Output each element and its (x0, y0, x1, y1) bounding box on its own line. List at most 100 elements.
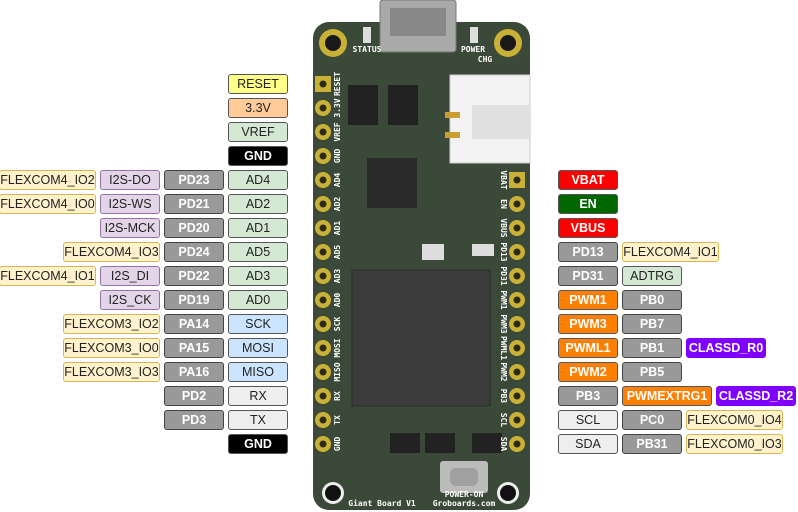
pin-pad (509, 268, 525, 284)
right-pin-row: VBAT (558, 170, 618, 190)
left-pin-row: VREF (228, 122, 288, 142)
board-name: Giant Board V1 (348, 498, 416, 508)
silk-pin-label: AD5 (333, 245, 342, 260)
power-on-button[interactable] (440, 461, 488, 493)
pin-label-flex: FLEXCOM0_IO3 (686, 434, 783, 454)
pin-label-flex: FLEXCOM4_IO0 (0, 194, 96, 214)
pin-label-i2s: I2S_DI (100, 266, 160, 286)
status-led-label: STATUS (353, 45, 382, 54)
pin-label-flex: FLEXCOM4_IO2 (0, 170, 96, 190)
right-pin-row: EN (558, 194, 618, 214)
silk-pin-label: MOSI (333, 338, 342, 357)
transistor (472, 433, 502, 453)
battery-connector (445, 74, 531, 164)
pin-label-flex: FLEXCOM4_IO1 (622, 242, 719, 262)
pin-label-gpio: PD20 (164, 218, 224, 238)
pin-label-gpio: PA15 (164, 338, 224, 358)
pin-label-uart: SCL (558, 410, 618, 430)
silk-pin-label: VBAT (499, 170, 508, 189)
pin-label-analog: AD3 (228, 266, 288, 286)
pin-label-analog: ADTRG (622, 266, 682, 286)
pin-label-analog: VREF (228, 122, 288, 142)
pin-pad (509, 292, 525, 308)
pin-label-vbat: VBAT (558, 170, 618, 190)
pin-pad (315, 196, 331, 212)
pin-label-flex: FLEXCOM3_IO3 (63, 362, 160, 382)
pin-label-analog: AD4 (228, 170, 288, 190)
pin-label-analog: AD2 (228, 194, 288, 214)
silk-pin-label: EN (499, 199, 508, 209)
pin-label-analog: AD0 (228, 290, 288, 310)
pin-pad (315, 172, 331, 188)
pin-label-gpio: PD24 (164, 242, 224, 262)
pin-label-gpio: PB0 (622, 290, 682, 310)
pin-label-pwm: PWMEXTRG1 (622, 386, 712, 406)
sama5d2-processor (351, 269, 491, 407)
chg-led-label: CHG (478, 55, 493, 64)
silk-pin-label: PWM3 (499, 314, 508, 333)
pin-label-spi: MISO (228, 362, 288, 382)
silk-pin-label: VBUS (499, 218, 508, 237)
pin-label-pwm: PWM1 (558, 290, 618, 310)
pin-label-flex: FLEXCOM4_IO1 (0, 266, 96, 286)
pin-label-pwm: PWM3 (558, 314, 618, 334)
pin-label-i2s: I2S-MCK (100, 218, 160, 238)
status-led (363, 27, 371, 43)
pin-pad (509, 388, 525, 404)
pin-label-gpio: PD21 (164, 194, 224, 214)
silk-pin-label: AD4 (333, 173, 342, 188)
pin-pad (509, 172, 525, 188)
silk-pin-label: GND (333, 437, 342, 452)
pin-label-power33: 3.3V (228, 98, 288, 118)
crystal (422, 244, 444, 260)
pin-label-gpio: PB1 (622, 338, 682, 358)
pin-label-pwm: PWM2 (558, 362, 618, 382)
pin-label-gpio: PD13 (558, 242, 618, 262)
pin-pad (509, 244, 525, 260)
pin-pad (509, 436, 525, 452)
silk-pin-label: PB3 (499, 389, 508, 404)
pin-label-uart: SDA (558, 434, 618, 454)
pin-label-gnd: GND (228, 434, 288, 454)
pin-label-gpio: PD22 (164, 266, 224, 286)
silk-pin-label: PWML1 (499, 336, 508, 360)
pin-pad (315, 388, 331, 404)
silk-pin-label: TX (333, 415, 342, 425)
silk-pin-label: PD31 (499, 266, 508, 285)
pin-pad (315, 412, 331, 428)
pin-label-analog: AD5 (228, 242, 288, 262)
pin-label-analog: AD1 (228, 218, 288, 238)
pin-label-classd: CLASSD_R2 (716, 386, 796, 406)
pin-label-flex: FLEXCOM3_IO0 (63, 338, 160, 358)
pin-label-vbat: VBUS (558, 218, 618, 238)
crystal (472, 244, 494, 256)
pin-label-flex: FLEXCOM3_IO2 (63, 314, 160, 334)
pin-label-i2s: I2S_CK (100, 290, 160, 310)
pin-label-gpio: PB31 (622, 434, 682, 454)
silk-pin-label: RESET (333, 72, 342, 96)
left-pin-row: RESET (228, 74, 288, 94)
left-pin-row: 3.3V (228, 98, 288, 118)
silk-pin-label: AD2 (333, 197, 342, 212)
silk-pin-label: AD1 (333, 221, 342, 236)
silk-pin-label: SDA (499, 437, 508, 452)
pin-label-gpio: PB7 (622, 314, 682, 334)
pin-label-i2s: I2S-DO (100, 170, 160, 190)
pin-label-en: EN (558, 194, 618, 214)
pin-label-gpio: PA14 (164, 314, 224, 334)
pin-label-gpio: PD31 (558, 266, 618, 286)
pin-label-flex: FLEXCOM0_IO4 (686, 410, 783, 430)
pin-label-classd: CLASSD_R0 (686, 338, 766, 358)
board-website: Groboards.com (433, 499, 496, 508)
power-led (470, 27, 478, 43)
